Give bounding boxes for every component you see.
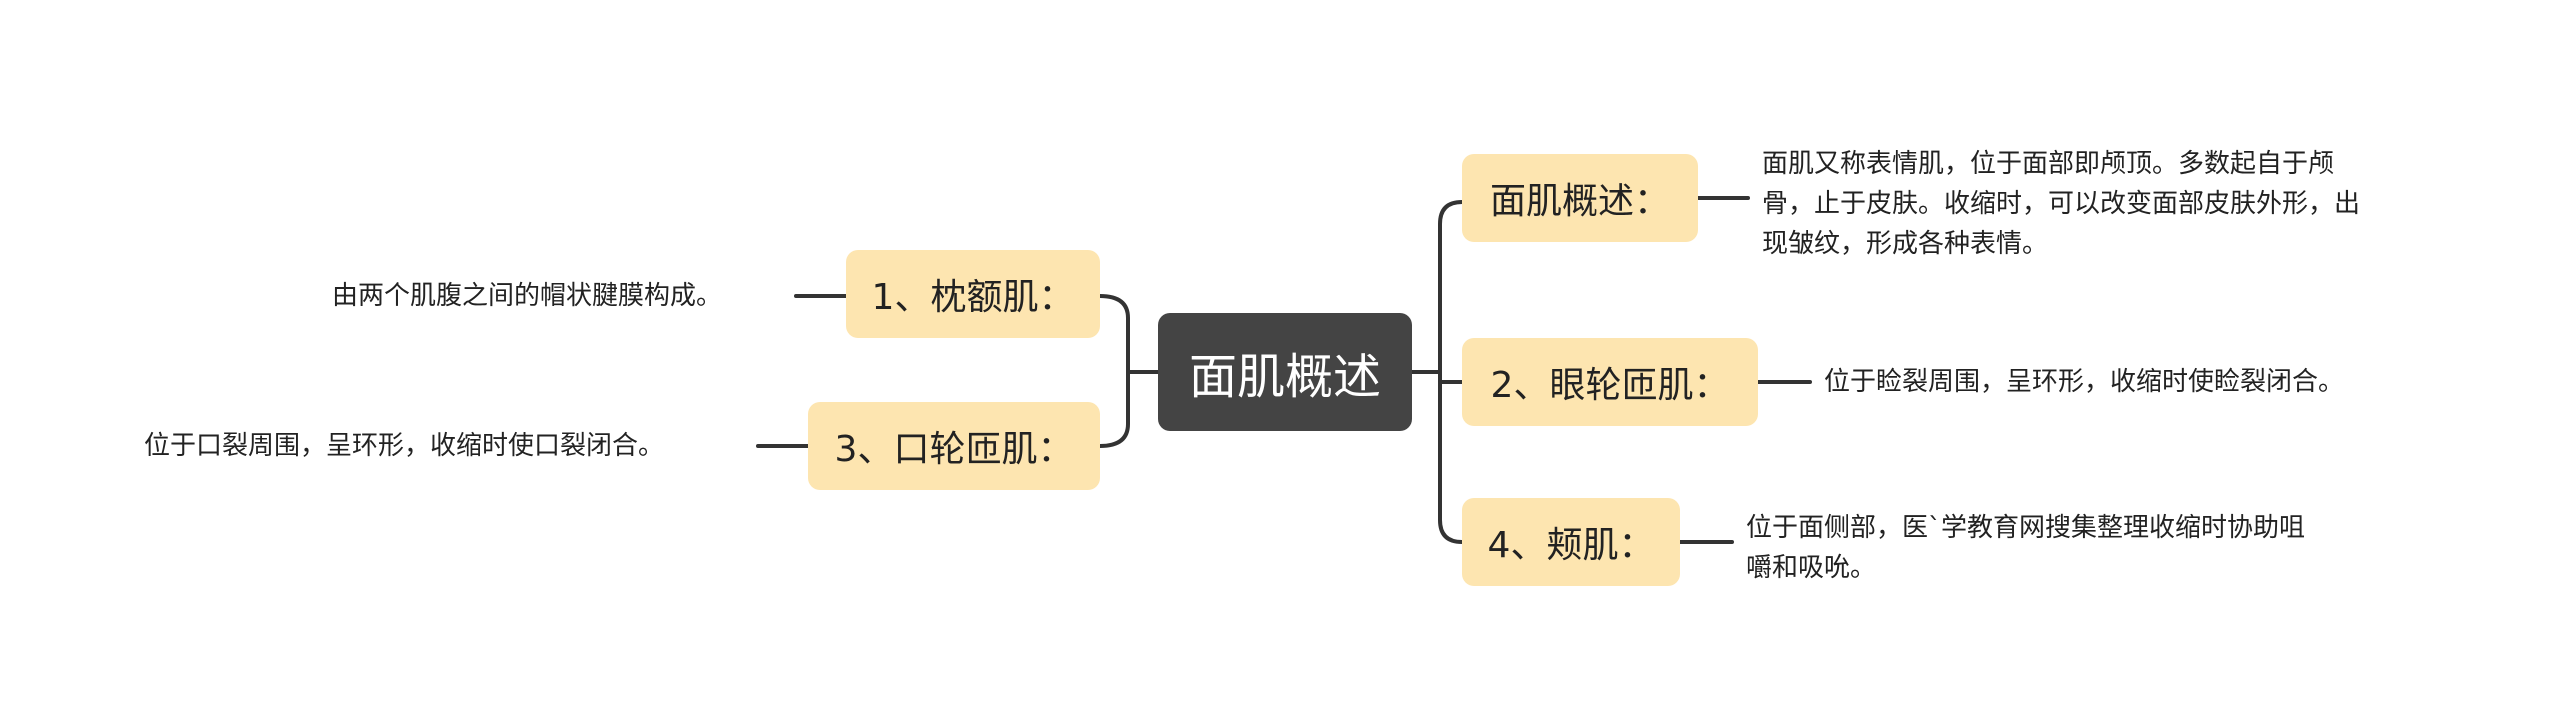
leaf-text-orbicularis-oculi: 位于睑裂周围，呈环形，收缩时使睑裂闭合。 <box>1824 367 2345 397</box>
branch-node-buccinator[interactable]: 4、颊肌： <box>1462 498 1680 586</box>
connector-right-trunk-1 <box>1438 200 1464 544</box>
leaf-text-buccinator: 位于面侧部，医`学教育网搜集整理收缩时协助咀嚼和吸吮。 <box>1746 513 2306 583</box>
branch-node-orbicularis-oculi[interactable]: 2、眼轮匝肌： <box>1462 338 1758 426</box>
branch-node-overview[interactable]: 面肌概述： <box>1462 154 1698 242</box>
branch-node-occipitofrontalis[interactable]: 1、枕额肌： <box>846 250 1100 338</box>
central-topic[interactable]: 面肌概述 <box>1158 313 1412 431</box>
leaf-text-orbicularis-oris: 位于口裂周围，呈环形，收缩时使口裂闭合。 <box>144 431 665 461</box>
branch-node-orbicularis-oris[interactable]: 3、口轮匝肌： <box>808 402 1100 490</box>
leaf-text-overview: 面肌又称表情肌，位于面部即颅顶。多数起自于颅骨，止于皮肤。收缩时，可以改变面部皮… <box>1762 149 2361 259</box>
connector-left-trunk <box>1098 294 1130 448</box>
leaf-text-occipitofrontalis: 由两个肌腹之间的帽状腱膜构成。 <box>332 281 723 311</box>
